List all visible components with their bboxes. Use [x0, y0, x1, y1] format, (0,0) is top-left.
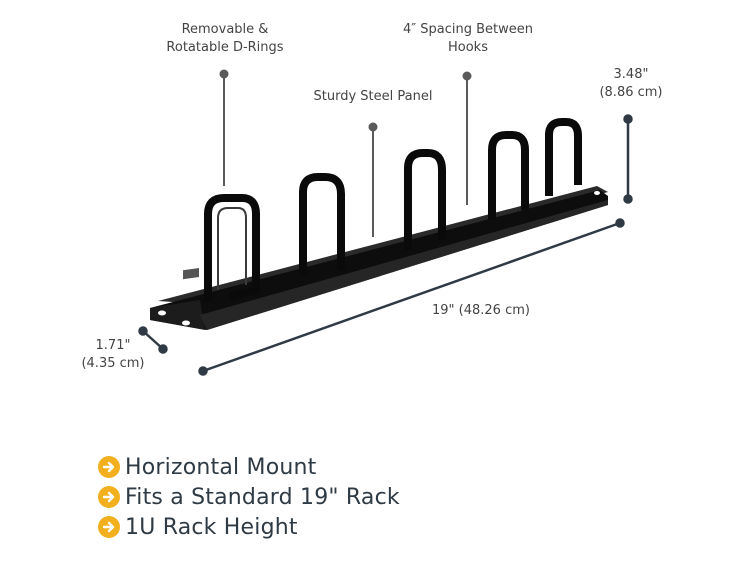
depth-dimension-label: 1.71" (4.35 cm) [81, 338, 145, 371]
spacing-label: 4″ Spacing Between Hooks [403, 22, 533, 55]
arrow-right-circle-icon [98, 516, 120, 538]
panel-label: Sturdy Steel Panel [313, 89, 433, 104]
width-dimension-label: 19" (48.26 cm) [432, 303, 530, 318]
arrow-right-circle-icon [98, 486, 120, 508]
feature-item: 1U Rack Height [98, 512, 400, 542]
dimension-lines [138, 114, 633, 376]
d-rings [204, 118, 582, 302]
feature-item: Horizontal Mount [98, 452, 400, 482]
arrow-right-circle-icon [98, 456, 120, 478]
feature-list: Horizontal Mount Fits a Standard 19" Rac… [98, 452, 400, 542]
d-rings-label: Removable & Rotatable D-Rings [166, 22, 284, 55]
height-dimension-label: 3.48" (8.86 cm) [599, 67, 663, 100]
feature-item: Fits a Standard 19" Rack [98, 482, 400, 512]
callout-leaders [219, 69, 472, 237]
